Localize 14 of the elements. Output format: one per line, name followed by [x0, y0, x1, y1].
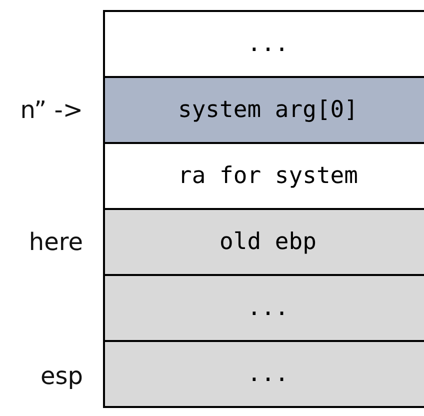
- slot-text: system arg[0]: [178, 97, 358, 123]
- slot-text: ...: [247, 361, 289, 387]
- slot-text: old ebp: [220, 229, 316, 255]
- stack-slot: [103, 208, 424, 276]
- stack-slot: [103, 340, 424, 408]
- pointer-label: n” ->: [20, 96, 83, 124]
- slot-text: ...: [247, 31, 289, 57]
- slot-text: ra for system: [178, 163, 358, 189]
- stack-slot: [103, 274, 424, 342]
- stack-slot: [103, 76, 424, 144]
- stack-slot: [103, 10, 424, 78]
- pointer-label: esp: [40, 362, 83, 390]
- pointer-label: here: [28, 228, 83, 256]
- slot-text: ...: [247, 295, 289, 321]
